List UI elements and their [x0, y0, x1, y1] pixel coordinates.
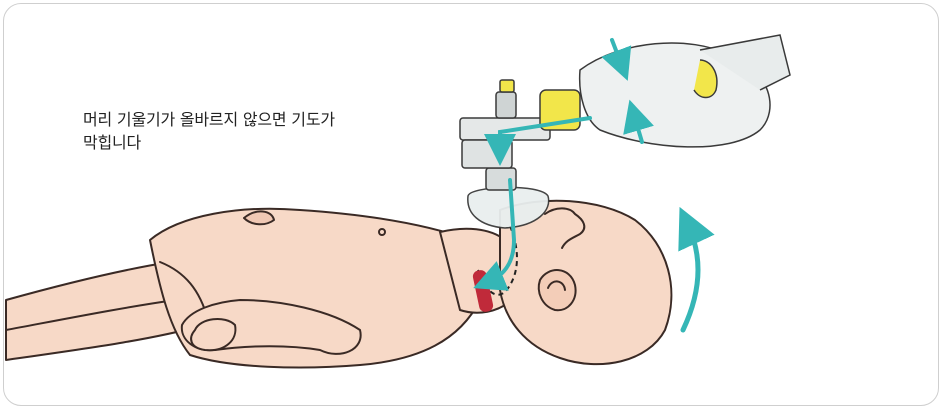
face-mask	[468, 168, 549, 228]
infant-figure	[6, 201, 671, 368]
infant-ear	[539, 270, 576, 310]
infant-head	[500, 201, 671, 364]
resuscitation-bag	[540, 35, 790, 147]
bag-valve-connector	[460, 80, 550, 168]
head-tilt-arrow	[683, 225, 698, 330]
